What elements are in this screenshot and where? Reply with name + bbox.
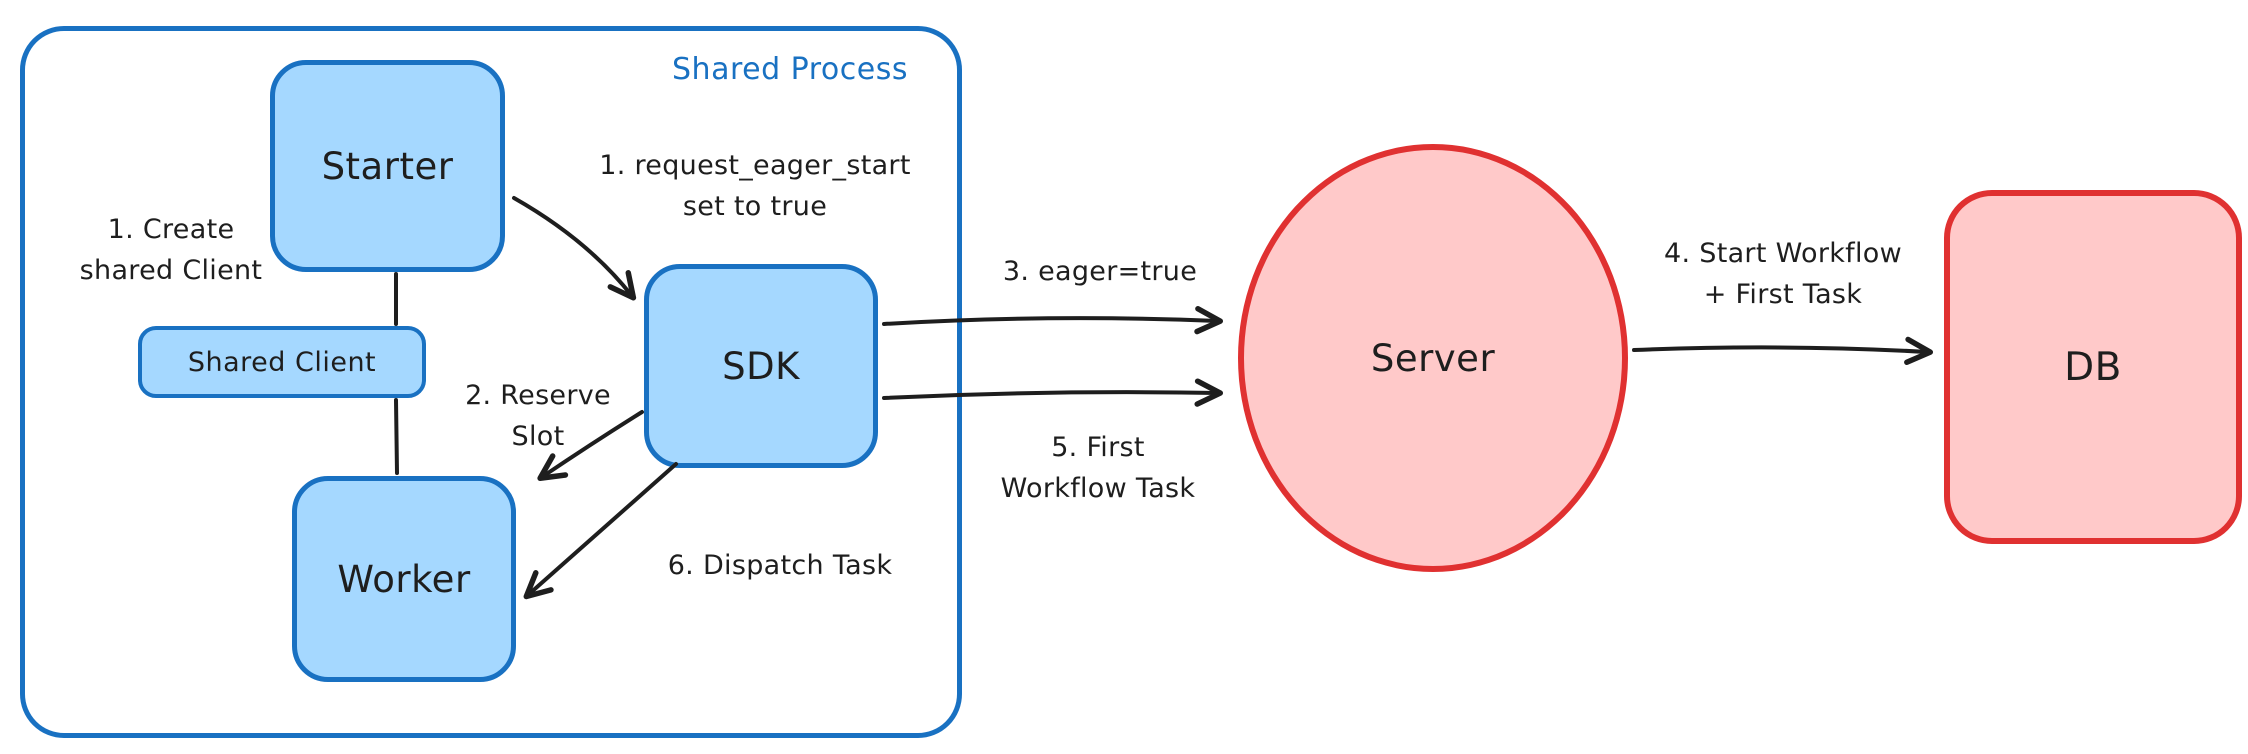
server-label: Server <box>1370 336 1496 380</box>
annotation-dispatch-task: 6. Dispatch Task <box>630 546 930 587</box>
annotation-line: + First Task <box>1703 278 1863 310</box>
annotation-create-shared-client: 1. Create shared Client <box>40 210 302 291</box>
shared-process-container <box>20 26 962 738</box>
worker-node: Worker <box>292 476 516 682</box>
annotation-line: 3. eager=true <box>1002 256 1198 287</box>
server-node: Server <box>1238 144 1628 572</box>
annotation-line: 1. Create <box>107 214 235 245</box>
shared-process-label: Shared Process <box>672 52 908 87</box>
starter-node: Starter <box>270 60 505 272</box>
annotation-eager-true: 3. eager=true <box>975 252 1225 293</box>
annotation-first-workflow-task: 5. First Workflow Task <box>968 428 1228 509</box>
annotation-line: 6. Dispatch Task <box>667 550 893 581</box>
annotation-line: Workflow Task <box>1000 472 1196 504</box>
db-label: DB <box>2064 344 2122 390</box>
annotation-line: set to true <box>682 190 828 222</box>
annotation-line: 2. Reserve <box>465 380 611 411</box>
annotation-line: Slot <box>511 420 565 452</box>
shared-client-node: Shared Client <box>138 326 426 398</box>
sdk-node: SDK <box>644 264 878 468</box>
db-node: DB <box>1944 190 2242 544</box>
annotation-request-eager-start: 1. request_eager_start set to true <box>545 146 965 227</box>
annotation-line: shared Client <box>79 254 263 286</box>
annotation-line: 4. Start Workflow <box>1664 238 1902 269</box>
starter-label: Starter <box>321 144 454 188</box>
shared-client-label: Shared Client <box>187 346 377 378</box>
worker-label: Worker <box>337 557 471 601</box>
sdk-label: SDK <box>722 344 800 388</box>
annotation-start-workflow: 4. Start Workflow + First Task <box>1618 234 1948 315</box>
annotation-reserve-slot: 2. Reserve Slot <box>438 376 638 457</box>
annotation-line: 1. request_eager_start <box>599 150 911 181</box>
arrow-server-to-db <box>1632 336 1934 366</box>
annotation-line: 5. First <box>1051 432 1145 463</box>
